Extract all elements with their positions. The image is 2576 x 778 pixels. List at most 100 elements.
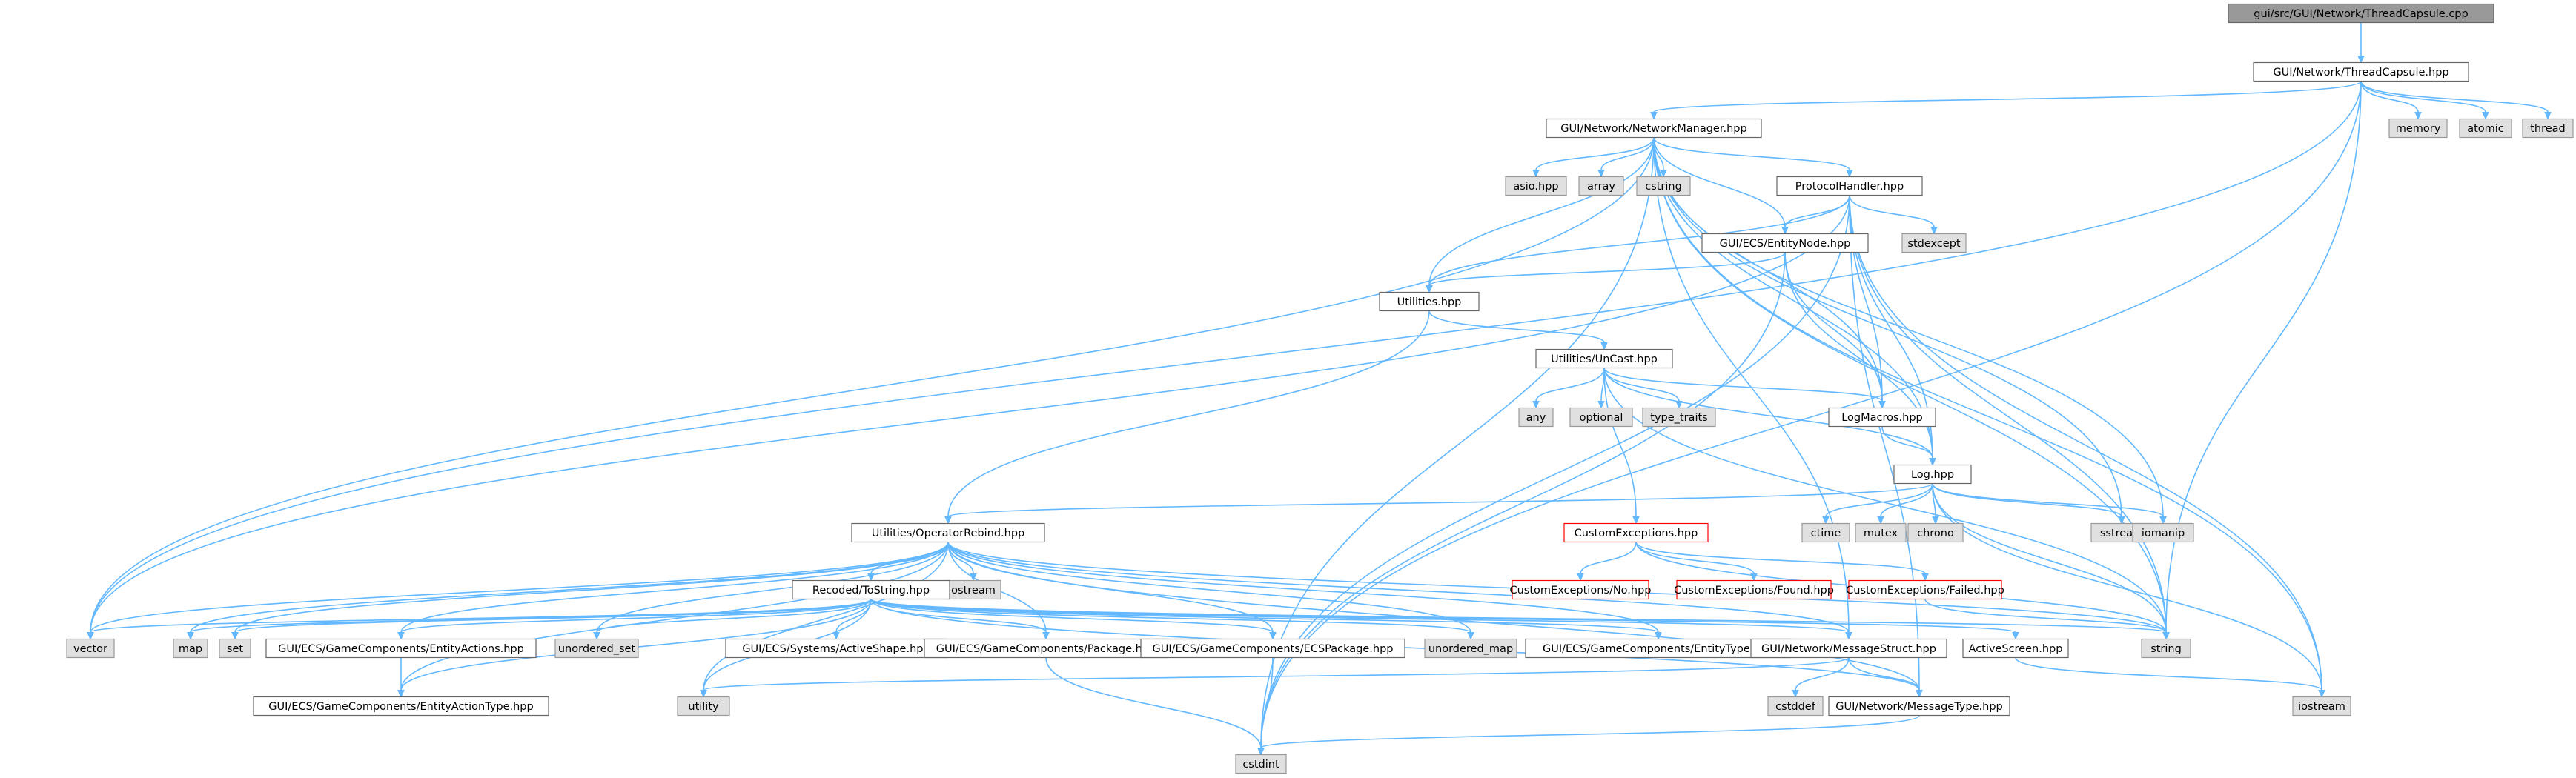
node-memory: memory (2388, 118, 2448, 139)
node-entitynode[interactable]: GUI/ECS/EntityNode.hpp (1701, 233, 1869, 253)
node-ce_failed: CustomExceptions/Failed.hpp (1846, 579, 2004, 600)
node-label-thread: thread (2530, 123, 2566, 135)
node-ce_no: CustomExceptions/No.hpp (1509, 579, 1652, 600)
node-iomanip: iomanip (2132, 522, 2194, 543)
node-threadcapsule_hpp[interactable]: GUI/Network/ThreadCapsule.hpp (2253, 61, 2469, 82)
node-box-recoded (792, 579, 950, 600)
edge-uncast-to-string (1603, 368, 2167, 633)
edge-log-to-sstream (1932, 483, 2122, 517)
node-logmacros[interactable]: LogMacros.hpp (1828, 407, 1936, 428)
node-activescreen[interactable]: ActiveScreen.hpp (1962, 638, 2069, 659)
node-box-messagestruct (1750, 638, 1947, 659)
edge-uncast-to-type_traits (1603, 368, 1680, 402)
edge-package-to-cstdint (1045, 657, 1262, 748)
node-utilities[interactable]: Utilities.hpp (1379, 291, 1480, 312)
node-type_traits: type_traits (1642, 407, 1716, 428)
node-box-ecspackage (1140, 638, 1405, 659)
edge-threadcapsule_hpp-to-networkmanager (1653, 80, 2362, 113)
arrowhead-messagestruct-to-utility (700, 690, 707, 698)
edge-threadcapsule_hpp-to-vector (90, 81, 2362, 633)
arrowhead-log-to-operatorrebind (944, 516, 952, 525)
node-label-memory: memory (2396, 123, 2441, 135)
node-log[interactable]: Log.hpp (1893, 464, 1972, 485)
node-uncast[interactable]: Utilities/UnCast.hpp (1535, 348, 1673, 369)
edge-uncast-to-log (1603, 368, 1933, 459)
node-label-uncast: Utilities/UnCast.hpp (1551, 353, 1658, 365)
node-chrono: chrono (1907, 522, 1964, 543)
node-any: any (1518, 407, 1554, 428)
node-label-type_traits: type_traits (1650, 412, 1707, 424)
edge-messagestruct-to-cstddef (1795, 657, 1850, 691)
node-label-logmacros: LogMacros.hpp (1841, 412, 1923, 424)
node-box-stdexcept (1901, 233, 1967, 253)
node-box-ce_failed (1848, 579, 2002, 600)
node-label-any: any (1526, 412, 1546, 424)
edge-recoded-to-set (234, 598, 872, 634)
node-box-thread (2522, 118, 2574, 139)
arrowhead-uncast-to-optional (1597, 401, 1605, 409)
edge-protocolhandler-to-iostream (1849, 195, 2322, 691)
node-entityactions[interactable]: GUI/ECS/GameComponents/EntityActions.hpp (265, 638, 537, 659)
edge-operatorrebind-to-unordered_map (947, 542, 1471, 633)
node-ctime: ctime (1801, 522, 1850, 543)
node-operatorrebind[interactable]: Utilities/OperatorRebind.hpp (851, 522, 1045, 543)
edge-networkmanager-to-vector (90, 137, 1655, 633)
arrowhead-threadcapsule_hpp-to-memory (2414, 112, 2422, 120)
arrowhead-log-to-sstream (2118, 516, 2125, 525)
arrowhead-protocolhandler-to-entitynode (1781, 227, 1789, 235)
node-box-vector (66, 638, 115, 659)
edge-operatorrebind-to-utility (703, 542, 949, 691)
edge-networkmanager-to-cstdint (1260, 137, 1655, 748)
node-label-recoded: Recoded/ToString.hpp (812, 585, 930, 596)
node-box-log (1893, 464, 1972, 485)
edge-logmacros-to-log (1881, 426, 1933, 459)
node-package[interactable]: GUI/ECS/GameComponents/Package.hpp (924, 638, 1168, 659)
node-label-entitynode: GUI/ECS/EntityNode.hpp (1720, 238, 1851, 250)
arrowhead-customexceptions-to-ce_failed (1921, 573, 1929, 582)
node-box-activeshape (725, 638, 947, 659)
edge-recoded-to-entityactions (400, 598, 872, 634)
edge-operatorrebind-to-entityactions (400, 542, 949, 633)
node-label-string: string (2150, 643, 2182, 655)
node-recoded[interactable]: Recoded/ToString.hpp (792, 579, 950, 600)
edge-networkmanager-to-protocolhandler (1653, 137, 1850, 170)
node-label-threadcapsule_hpp: GUI/Network/ThreadCapsule.hpp (2273, 67, 2448, 79)
node-messagestruct[interactable]: GUI/Network/MessageStruct.hpp (1750, 638, 1947, 659)
node-entitytype[interactable]: GUI/ECS/GameComponents/EntityType.hpp (1525, 638, 1792, 659)
node-protocolhandler[interactable]: ProtocolHandler.hpp (1776, 176, 1923, 196)
node-box-optional (1569, 407, 1633, 428)
node-stdexcept: stdexcept (1901, 233, 1967, 253)
node-label-set: set (227, 643, 243, 655)
node-ecspackage[interactable]: GUI/ECS/GameComponents/ECSPackage.hpp (1140, 638, 1405, 659)
node-label-activeshape: GUI/ECS/Systems/ActiveShape.hpp (742, 643, 930, 655)
node-box-protocolhandler (1776, 176, 1923, 196)
edge-log-to-ctime (1825, 483, 1933, 517)
edge-ecspackage-to-cstdint (1260, 657, 1274, 748)
node-label-ecspackage: GUI/ECS/GameComponents/ECSPackage.hpp (1153, 643, 1394, 655)
edge-networkmanager-to-log (1653, 137, 1933, 459)
node-entityactiontype[interactable]: GUI/ECS/GameComponents/EntityActionType.… (253, 696, 549, 717)
arrowhead-log-to-ctime (1822, 516, 1830, 525)
node-thread: thread (2522, 118, 2574, 139)
node-label-unordered_set: unordered_set (558, 643, 636, 655)
arrowhead-recoded-to-activeshape (832, 632, 840, 640)
arrowhead-protocolhandler-to-stdexcept (1930, 227, 1938, 235)
node-networkmanager[interactable]: GUI/Network/NetworkManager.hpp (1546, 118, 1762, 139)
edge-entitynode-to-log (1784, 252, 1933, 459)
node-label-threadcapsule_cpp: gui/src/GUI/Network/ThreadCapsule.cpp (2254, 8, 2468, 20)
node-label-vector: vector (73, 643, 107, 655)
node-threadcapsule_cpp[interactable]: gui/src/GUI/Network/ThreadCapsule.cpp (2228, 3, 2494, 24)
node-activeshape[interactable]: GUI/ECS/Systems/ActiveShape.hpp (725, 638, 947, 659)
edge-recoded-to-unordered_map (870, 598, 1471, 634)
node-messagetype[interactable]: GUI/Network/MessageType.hpp (1828, 696, 2010, 717)
edge-threadcapsule_hpp-to-thread (2360, 81, 2549, 113)
node-label-messagetype: GUI/Network/MessageType.hpp (1835, 701, 2003, 713)
arrowhead-threadcapsule_hpp-to-networkmanager (1650, 112, 1658, 120)
arrowhead-threadcapsule_hpp-to-atomic (2482, 112, 2489, 120)
node-asio: asio.hpp (1505, 176, 1567, 196)
node-label-unordered_map: unordered_map (1428, 643, 1513, 655)
edge-networkmanager-to-array (1600, 137, 1655, 170)
arrowhead-networkmanager-to-array (1597, 170, 1605, 178)
edge-log-to-string (1932, 483, 2167, 633)
